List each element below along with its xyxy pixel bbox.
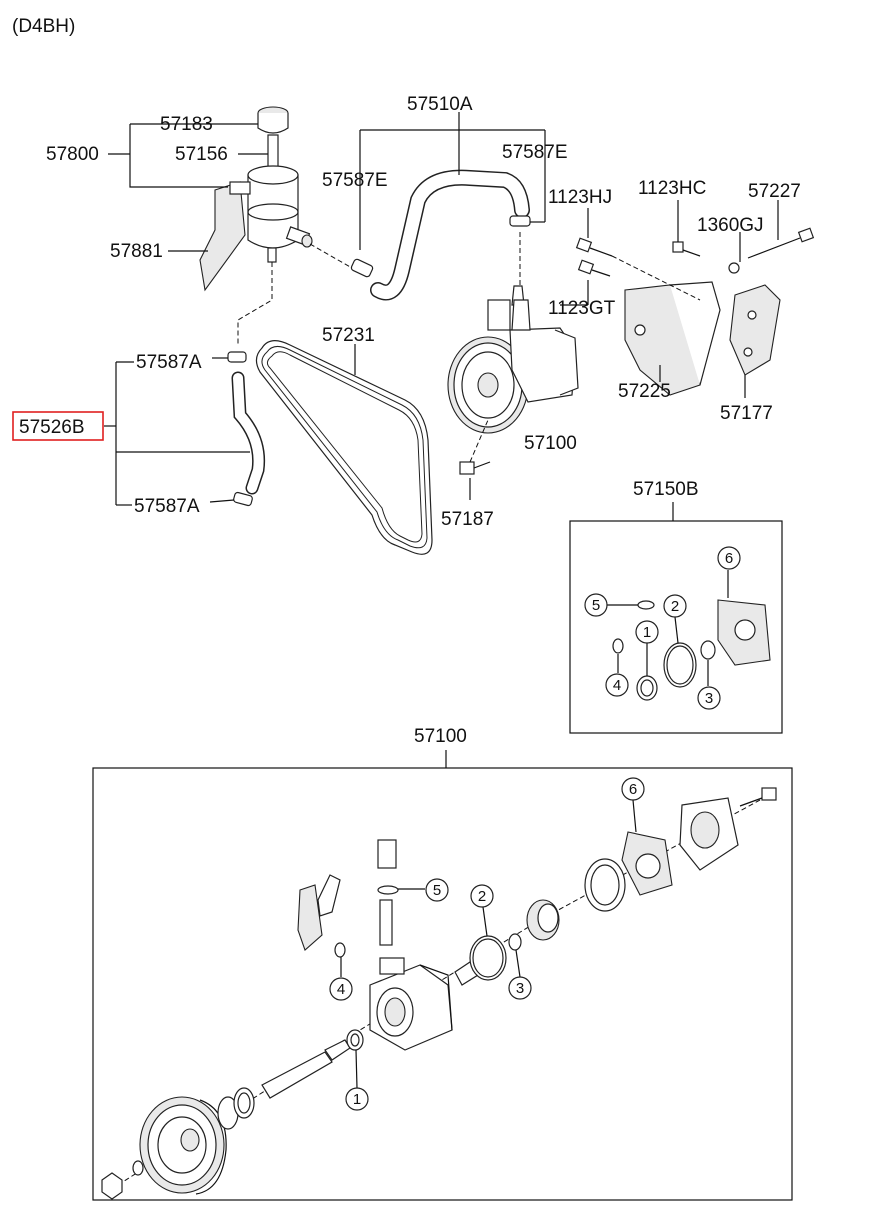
label-57231[interactable]: 57231 [322, 325, 375, 346]
kit-num-1-top[interactable]: 1 [643, 624, 651, 641]
hose-57510A [350, 169, 531, 306]
bracket-57225 [611, 255, 721, 396]
label-57800[interactable]: 57800 [46, 144, 99, 165]
label-57187[interactable]: 57187 [441, 509, 494, 530]
label-57881[interactable]: 57881 [110, 241, 163, 262]
pump-num-5[interactable]: 5 [433, 882, 441, 899]
label-1123HC[interactable]: 1123HC [638, 178, 706, 199]
label-57587E-left[interactable]: 57587E [322, 170, 388, 191]
drive-belt-57231 [255, 340, 433, 555]
kit-num-3-top[interactable]: 3 [705, 690, 713, 707]
label-57587A-top[interactable]: 57587A [136, 352, 202, 373]
kit-num-6-top[interactable]: 6 [725, 550, 733, 567]
label-57183[interactable]: 57183 [160, 114, 213, 135]
kit-57150B-box [569, 520, 783, 734]
kit-57150B-parts [607, 570, 771, 701]
pump-num-4[interactable]: 4 [337, 981, 345, 998]
label-57587A-bottom[interactable]: 57587A [134, 496, 200, 517]
bolt-57187 [459, 461, 491, 475]
kit-num-5-top[interactable]: 5 [592, 597, 600, 614]
pump-num-3[interactable]: 3 [516, 980, 524, 997]
reservoir-assembly [199, 106, 313, 292]
label-57150B[interactable]: 57150B [633, 479, 699, 500]
label-1123GT[interactable]: 1123GT [548, 298, 616, 319]
label-57177[interactable]: 57177 [720, 403, 773, 424]
pump-num-2[interactable]: 2 [478, 888, 486, 905]
return-hose-57526B [227, 351, 266, 507]
highlight-box [12, 411, 104, 441]
pump-exploded-parts [101, 787, 777, 1200]
label-57587E-right[interactable]: 57587E [502, 142, 568, 163]
label-57225[interactable]: 57225 [618, 381, 671, 402]
engine-code: (D4BH) [12, 16, 75, 37]
kit-num-4-top[interactable]: 4 [613, 677, 621, 694]
pump-num-1[interactable]: 1 [353, 1091, 361, 1108]
kit-num-2-top[interactable]: 2 [671, 598, 679, 615]
bracket-57881 [199, 181, 246, 292]
label-57156[interactable]: 57156 [175, 144, 228, 165]
label-1123HJ[interactable]: 1123HJ [548, 187, 612, 208]
label-57100-top[interactable]: 57100 [524, 433, 577, 454]
bolts-upper-right [575, 227, 815, 277]
label-1360GJ[interactable]: 1360GJ [697, 215, 764, 236]
bracket-57177 [729, 284, 781, 376]
pump-assembly-top [447, 299, 579, 434]
pump-exploded-box [92, 767, 793, 1201]
label-57100-bottom[interactable]: 57100 [414, 726, 467, 747]
pump-num-6[interactable]: 6 [629, 781, 637, 798]
label-57510A[interactable]: 57510A [407, 94, 473, 115]
label-57526B[interactable]: 57526B [19, 417, 85, 438]
label-57227[interactable]: 57227 [748, 181, 801, 202]
